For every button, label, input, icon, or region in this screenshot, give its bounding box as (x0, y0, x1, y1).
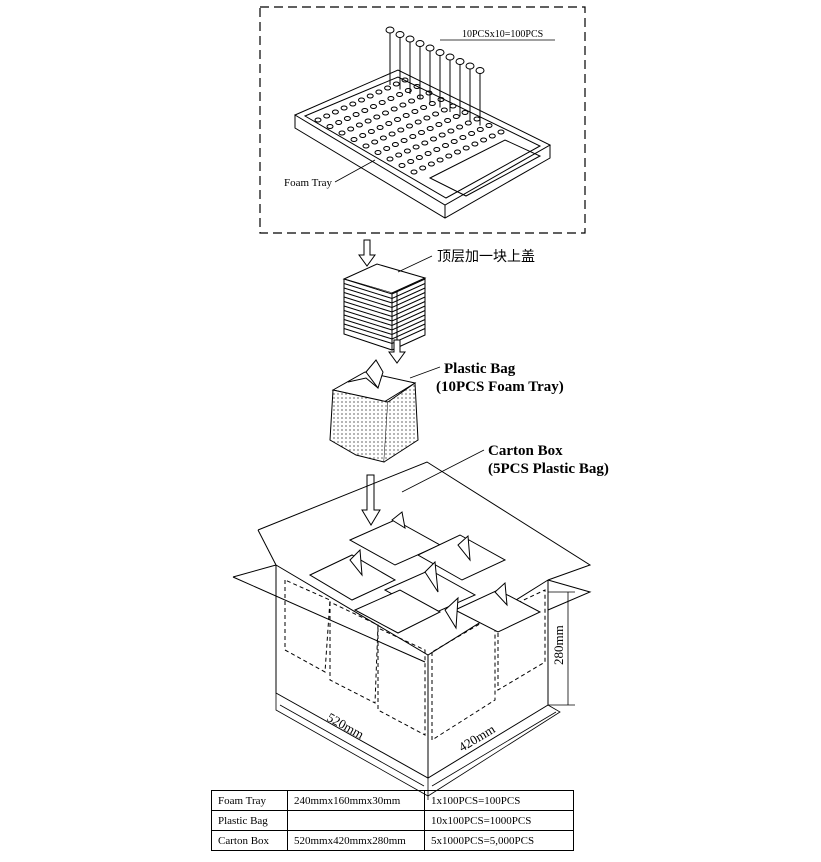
carton-box-leader (401, 449, 485, 493)
carton-box-drawing (232, 461, 592, 779)
size-cell (287, 810, 425, 831)
length-dimension-label: 520mm (325, 710, 367, 742)
dimension-lines (275, 591, 575, 800)
item-name-cell: Foam Tray (211, 790, 288, 811)
width-dimension-label: 420mm (456, 721, 498, 754)
count-label: 10PCSx10=100PCS (462, 29, 543, 40)
top-cover-leader (397, 255, 433, 273)
quantity-cell: 1x100PCS=100PCS (424, 790, 574, 811)
carton-box-label: Carton Box (488, 443, 563, 459)
quantity-cell: 10x100PCS=1000PCS (424, 810, 574, 831)
foam-tray-label: Foam Tray (284, 177, 332, 189)
plastic-bag-drawing (329, 359, 419, 463)
item-name-cell: Plastic Bag (211, 810, 288, 831)
down-arrow-2 (388, 339, 406, 364)
size-cell: 240mmx160mmx30mm (287, 790, 425, 811)
carton-box-sub-label: (5PCS Plastic Bag) (488, 461, 609, 477)
down-arrow-3 (361, 474, 381, 526)
plastic-bag-sub-label: (10PCS Foam Tray) (436, 379, 564, 395)
plastic-bag-label: Plastic Bag (444, 361, 516, 377)
height-dimension-label: 280mm (551, 625, 566, 665)
quantity-cell: 5x1000PCS=5,000PCS (424, 830, 574, 851)
foam-tray-frame (259, 6, 586, 234)
top-cover-label: 顶层加一块上盖 (437, 249, 535, 265)
size-cell: 520mmx420mmx280mm (287, 830, 425, 851)
stacked-trays (342, 263, 427, 351)
foam-tray-drawing (293, 26, 552, 219)
foam-tray-leader (334, 159, 376, 183)
plastic-bag-leader (409, 366, 441, 379)
item-name-cell: Carton Box (211, 830, 288, 851)
down-arrow-1 (358, 239, 376, 267)
table-row: Plastic Bag 10x100PCS=1000PCS (211, 810, 574, 831)
